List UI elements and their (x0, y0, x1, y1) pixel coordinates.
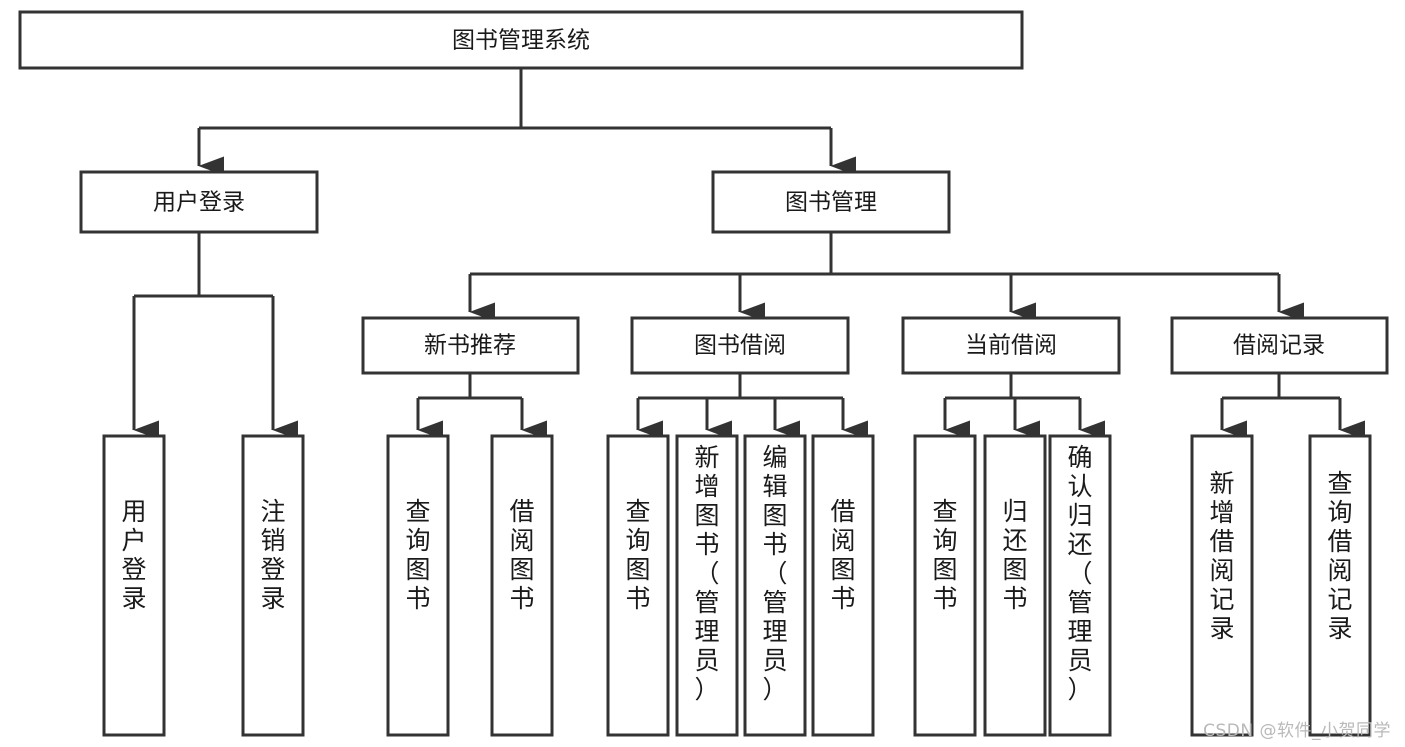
node-leaf-logout-login-box[interactable] (241, 434, 305, 737)
node-leaf-borrow-book-2[interactable]: 借阅图书 (811, 434, 875, 737)
node-borrow-record-label: 借阅记录 (1233, 333, 1325, 359)
node-leaf-edit-book-box[interactable] (743, 434, 807, 737)
node-leaf-return-book-box[interactable] (983, 434, 1047, 737)
node-leaf-query-book-1-box[interactable] (386, 434, 450, 737)
node-leaf-query-book-3-box[interactable] (913, 434, 977, 737)
node-leaf-user-login-label: 用户登录 (121, 497, 146, 613)
node-book-borrow-box[interactable] (630, 316, 850, 375)
node-leaf-query-book-2[interactable]: 查询图书 (606, 434, 670, 737)
node-root[interactable]: 图书管理系统 (18, 10, 1024, 70)
node-leaf-query-record[interactable]: 查询借阅记录 (1308, 434, 1372, 737)
node-leaf-edit-book-label: 编辑图书（管理员） (762, 443, 787, 704)
node-leaf-add-record-box[interactable] (1190, 434, 1254, 737)
node-leaf-borrow-book-1[interactable]: 借阅图书 (490, 434, 554, 737)
node-root-label: 图书管理系统 (452, 28, 590, 54)
node-current-borrow-label: 当前借阅 (965, 333, 1057, 359)
node-leaf-borrow-book-2-box[interactable] (811, 434, 875, 737)
node-leaf-add-book-label: 新增图书（管理员） (694, 443, 719, 704)
node-user-login-box[interactable] (79, 170, 319, 234)
node-current-borrow[interactable]: 当前借阅 (901, 316, 1121, 375)
node-borrow-record-box[interactable] (1170, 316, 1389, 375)
node-new-book-recommend[interactable]: 新书推荐 (361, 316, 580, 375)
csdn-watermark: CSDN @软件_小贺同学 (1203, 721, 1391, 741)
node-leaf-query-book-2-label: 查询图书 (625, 497, 650, 613)
node-leaf-add-book[interactable]: 新增图书（管理员） (675, 434, 739, 737)
node-leaf-return-book[interactable]: 归还图书 (983, 434, 1047, 737)
node-leaf-query-record-box[interactable] (1308, 434, 1372, 737)
node-book-manage-label: 图书管理 (785, 190, 877, 216)
node-user-login[interactable]: 用户登录 (79, 170, 319, 234)
node-leaf-return-book-label: 归还图书 (1002, 497, 1027, 613)
node-root-box[interactable] (18, 10, 1024, 70)
node-leaf-confirm-return-box[interactable] (1048, 434, 1112, 737)
node-leaf-confirm-return-label: 确认归还（管理员） (1067, 443, 1092, 704)
node-leaf-query-book-1-label: 查询图书 (405, 497, 430, 613)
node-book-borrow[interactable]: 图书借阅 (630, 316, 850, 375)
node-leaf-user-login-box[interactable] (102, 434, 166, 737)
connector-layer (132, 68, 1366, 440)
node-borrow-record[interactable]: 借阅记录 (1170, 316, 1389, 375)
node-leaf-add-record-label: 新增借阅记录 (1209, 469, 1234, 643)
node-leaf-query-book-3-label: 查询图书 (932, 497, 957, 613)
node-leaf-add-record[interactable]: 新增借阅记录 (1190, 434, 1254, 737)
node-user-login-label: 用户登录 (153, 190, 245, 216)
node-leaf-confirm-return[interactable]: 确认归还（管理员） (1048, 434, 1112, 737)
node-book-borrow-label: 图书借阅 (694, 333, 786, 359)
node-leaf-query-book-2-box[interactable] (606, 434, 670, 737)
node-book-manage-box[interactable] (711, 170, 951, 234)
node-leaf-query-book-1[interactable]: 查询图书 (386, 434, 450, 737)
node-leaf-edit-book[interactable]: 编辑图书（管理员） (743, 434, 807, 737)
node-leaf-logout-login[interactable]: 注销登录 (241, 434, 305, 737)
node-leaf-add-book-box[interactable] (675, 434, 739, 737)
node-new-book-recommend-box[interactable] (361, 316, 580, 375)
node-leaf-borrow-book-2-label: 借阅图书 (830, 497, 855, 613)
node-leaf-borrow-book-1-box[interactable] (490, 434, 554, 737)
node-current-borrow-box[interactable] (901, 316, 1121, 375)
node-leaf-user-login[interactable]: 用户登录 (102, 434, 166, 737)
node-book-manage[interactable]: 图书管理 (711, 170, 951, 234)
node-leaf-query-book-3[interactable]: 查询图书 (913, 434, 977, 737)
node-new-book-recommend-label: 新书推荐 (424, 333, 516, 359)
node-leaf-borrow-book-1-label: 借阅图书 (509, 497, 534, 613)
node-leaf-query-record-label: 查询借阅记录 (1327, 469, 1352, 643)
node-leaf-logout-login-label: 注销登录 (260, 497, 285, 613)
